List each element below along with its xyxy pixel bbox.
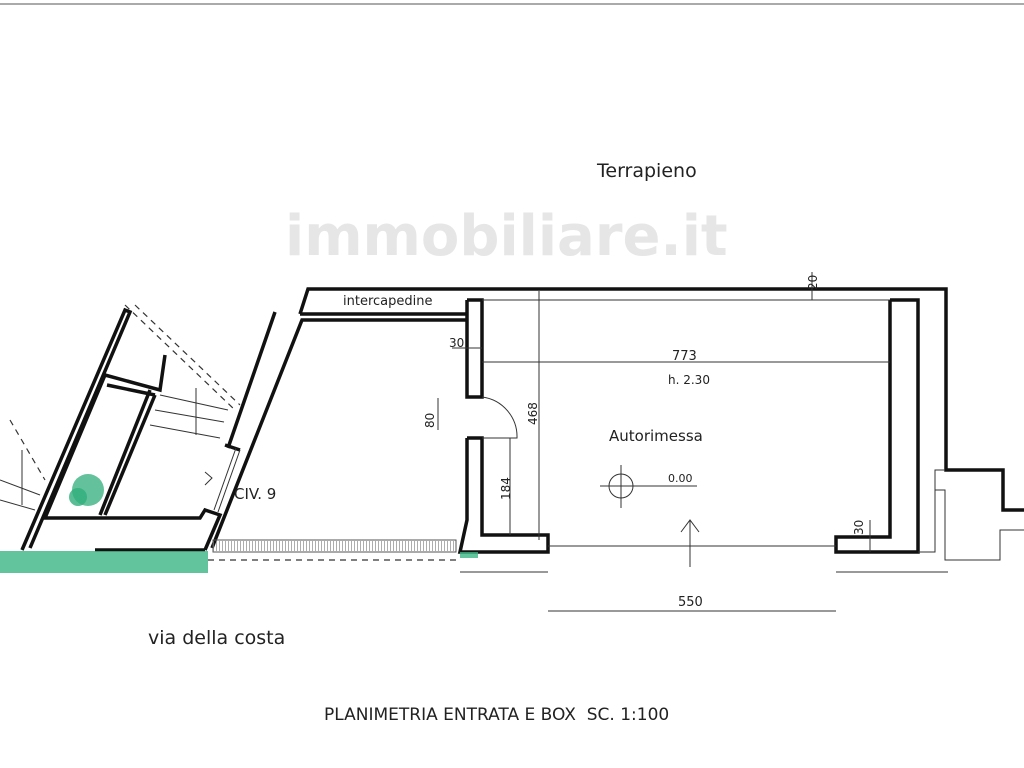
level-label: 0.00: [668, 472, 693, 485]
sidewalk-green: [0, 551, 208, 573]
plant-icon: [69, 474, 104, 506]
entrance-structure: [0, 304, 277, 552]
dim-room-width: 773: [672, 349, 697, 364]
dim-opening: 550: [678, 595, 703, 610]
dim-left-wall: 30: [449, 336, 464, 350]
terrapieno-label: Terrapieno: [596, 160, 697, 182]
sidewalk-green-small: [460, 552, 478, 558]
height-label: h. 2.30: [668, 373, 710, 387]
walls: [210, 287, 1024, 561]
entry-arrow-icon: [680, 519, 700, 567]
dim-door: 80: [423, 413, 437, 428]
level-marker-icon: [600, 465, 697, 508]
autorimessa-label: Autorimessa: [609, 427, 703, 445]
street-label: via della costa: [148, 627, 285, 649]
civic-number: CIV. 9: [234, 485, 276, 503]
watermark: immobiliare.it: [285, 204, 728, 269]
dim-right-wall: 30: [852, 520, 866, 535]
dim-top-wall: 20: [806, 275, 820, 290]
dim-room-depth: 468: [526, 402, 540, 425]
door-swing: [481, 396, 518, 439]
dim-wall-segment: 184: [499, 477, 513, 500]
dimension-lines: [437, 272, 890, 612]
intercapedine-label: intercapedine: [343, 294, 432, 309]
plan-title: PLANIMETRIA ENTRATA E BOX SC. 1:100: [324, 705, 669, 725]
